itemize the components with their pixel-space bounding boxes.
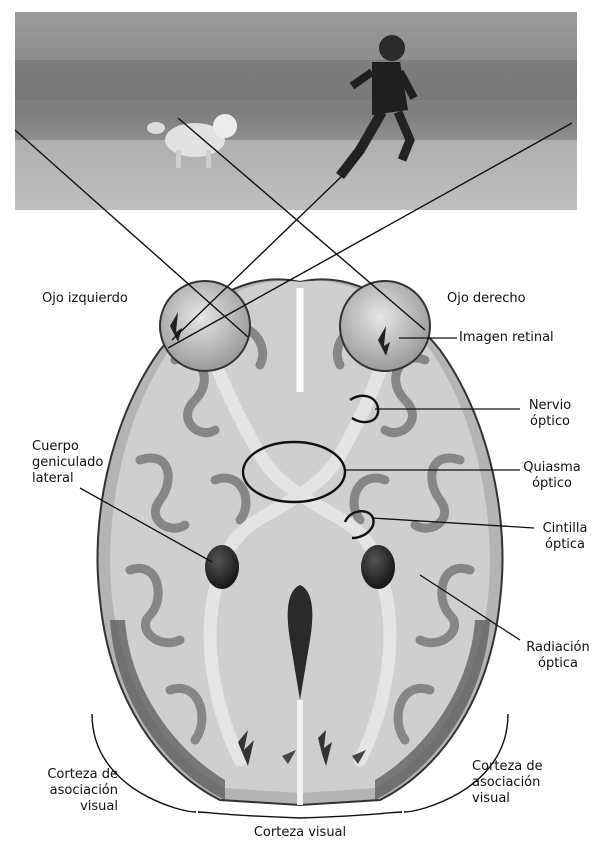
label-visual-cortex: Corteza visual	[230, 825, 370, 841]
lgn-right	[361, 545, 395, 589]
label-optic-tract: Cintilla óptica	[534, 521, 596, 553]
label-assoc-cortex-left: Corteza de asociación visual	[14, 767, 118, 815]
label-retinal-image: Imagen retinal	[459, 330, 554, 346]
label-optic-nerve: Nervio óptico	[520, 398, 580, 430]
label-chiasm: Quiasma óptico	[516, 460, 588, 492]
scene-photo	[15, 12, 577, 210]
label-right-eye: Ojo derecho	[447, 291, 526, 307]
label-lgn: Cuerpo geniculado lateral	[32, 439, 103, 487]
label-left-eye: Ojo izquierdo	[42, 291, 128, 307]
label-optic-radiation: Radiación óptica	[519, 640, 597, 672]
right-eye	[340, 281, 430, 371]
lgn-left	[205, 545, 239, 589]
label-assoc-cortex-right: Corteza de asociación visual	[472, 759, 543, 807]
brain-section	[98, 279, 503, 805]
